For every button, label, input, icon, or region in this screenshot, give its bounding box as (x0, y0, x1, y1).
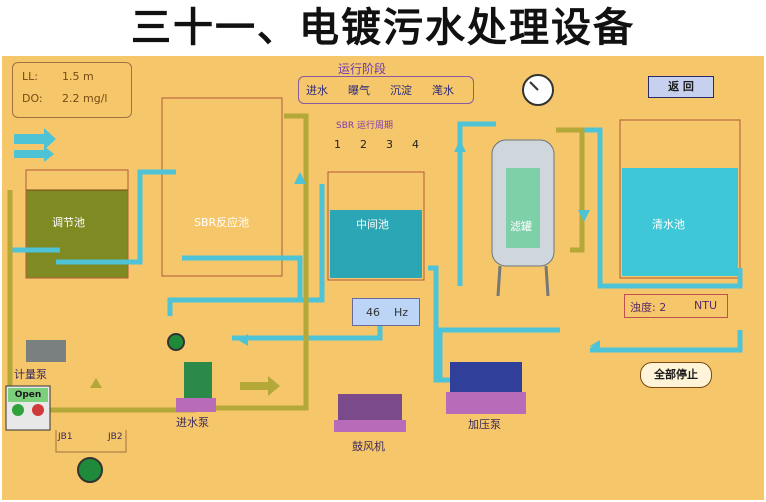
booster-pump-shape (450, 362, 522, 396)
flow-value: 46 (366, 306, 380, 319)
tank-qingshui (619, 119, 741, 279)
booster-pump-label: 加压泵 (468, 418, 501, 431)
tank-tiaojie (25, 189, 129, 279)
cycle-3: 3 (386, 138, 393, 151)
tank-zhongjian-label: 中间池 (356, 218, 389, 231)
ll-value: 1.5 m (62, 70, 94, 83)
turbidity-unit: NTU (694, 299, 717, 312)
tank-qingshui-water (622, 168, 738, 276)
jb1-label: JB1 (58, 432, 73, 442)
tank-guolv-label: 滤罐 (510, 220, 532, 233)
tank-sbr (161, 97, 283, 277)
inlet-pump-label: 进水泵 (176, 416, 209, 429)
stage-item-1: 进水 (306, 84, 328, 97)
inlet-indicator (167, 333, 185, 351)
dosing-pump-label: 计量泵 (14, 368, 47, 381)
tank-tiaojie-outline (25, 169, 129, 279)
inlet-pump-shape (184, 362, 212, 398)
stage-item-3: 沉淀 (390, 84, 412, 97)
turbidity-value: 浊度: 2 (630, 301, 667, 314)
return-button[interactable]: 返 回 (648, 76, 714, 98)
flow-unit: Hz (394, 306, 409, 319)
do-label: DO: (22, 92, 43, 105)
jb2-label: JB2 (108, 432, 123, 442)
page-title: 三十一、电镀污水处理设备 (131, 5, 635, 51)
tank-zhongjian-water (330, 210, 422, 278)
ll-label: LL: (22, 70, 38, 83)
flow-readout (352, 298, 420, 326)
tank-tiaojie-label: 调节池 (52, 216, 85, 229)
tank-qingshui-label: 清水池 (652, 218, 685, 231)
filter-media (506, 168, 540, 248)
dosing-pump-shape (26, 340, 66, 362)
turbidity-readout (624, 294, 728, 318)
status-box (12, 62, 132, 118)
do-value: 2.2 mg/l (62, 92, 108, 105)
tank-sbr-label: SBR反应池 (194, 216, 250, 229)
stage-item-4: 滗水 (432, 84, 454, 97)
cycle-4: 4 (412, 138, 419, 151)
cycle-2: 2 (360, 138, 367, 151)
sbr-cycle-label: SBR 运行周期 (336, 121, 394, 131)
blower-label: 鼓风机 (352, 440, 385, 453)
stage-item-2: 曝气 (348, 84, 370, 97)
stage-box (298, 76, 474, 104)
green-indicator (77, 457, 103, 483)
blower-shape (338, 394, 402, 420)
tank-zhongjian (327, 171, 425, 281)
stage-header: 运行阶段 (338, 62, 387, 76)
cycle-1: 1 (334, 138, 341, 151)
stop-all-button[interactable]: 全部停止 (640, 362, 712, 388)
open-button[interactable]: Open (8, 388, 48, 402)
